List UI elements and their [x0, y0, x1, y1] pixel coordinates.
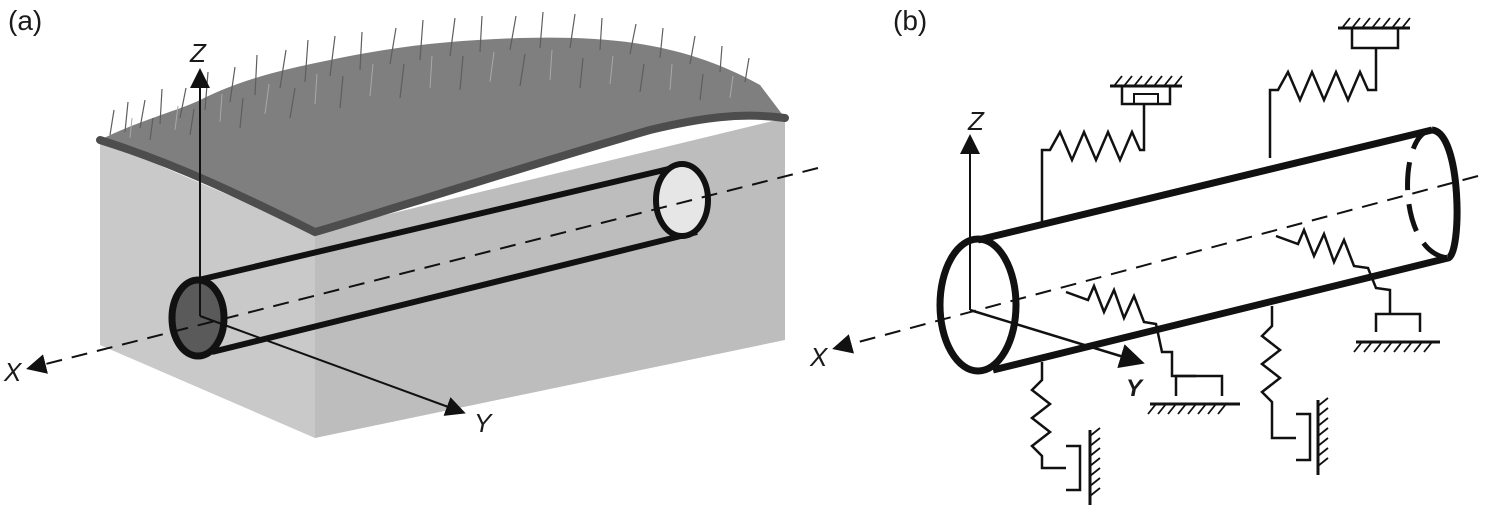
- axes-a: X Z Y: [3, 38, 819, 438]
- pipe-model-far-end-visible: [1430, 126, 1461, 262]
- x-axis-label-b: X: [809, 342, 829, 372]
- panel-b-label: (b): [893, 5, 927, 36]
- pipe-near-end: [168, 276, 228, 360]
- pipe-top-edge: [189, 164, 678, 285]
- z-axis-label-b: Z: [967, 106, 985, 136]
- pipe-bottom-edge: [211, 229, 698, 355]
- spring-inner-2: [1275, 226, 1440, 353]
- x-axis-b: [832, 175, 1479, 354]
- spring-top-2: [1268, 17, 1411, 158]
- y-axis-label-b: Y: [1126, 375, 1144, 402]
- y-axis-b: [969, 308, 1145, 369]
- spring-bottom-2: [1259, 306, 1329, 475]
- panel-a: (a): [3, 5, 819, 438]
- pipe-far-end: [653, 161, 711, 239]
- pipe-model-far-end-hidden: [1405, 127, 1449, 261]
- pipe-model-near-end: [936, 235, 1020, 375]
- spring-bottom-1: [1029, 362, 1101, 505]
- spring-inner-1: [1065, 282, 1240, 415]
- spring-damper-set: [1029, 17, 1440, 505]
- z-axis-label-a: Z: [189, 38, 207, 68]
- spring-top-1: [1040, 75, 1183, 222]
- panel-b: (b) Z X Y: [809, 5, 1479, 505]
- pipe-model: [936, 126, 1461, 375]
- panel-a-label: (a): [8, 5, 42, 36]
- x-axis-a: [26, 167, 819, 374]
- axes-b: Z X Y: [809, 106, 1145, 402]
- grass-texture: [109, 11, 750, 141]
- ground-surface-line: [96, 111, 789, 237]
- grass-highlights: [129, 49, 734, 139]
- pipe-model-top-edge: [977, 126, 1433, 244]
- buried-pipe: [168, 161, 711, 360]
- y-axis-a: [199, 315, 466, 416]
- grass-layer: [100, 37, 785, 232]
- x-axis-label-a: X: [3, 357, 23, 387]
- y-axis-label-a: Y: [474, 408, 493, 438]
